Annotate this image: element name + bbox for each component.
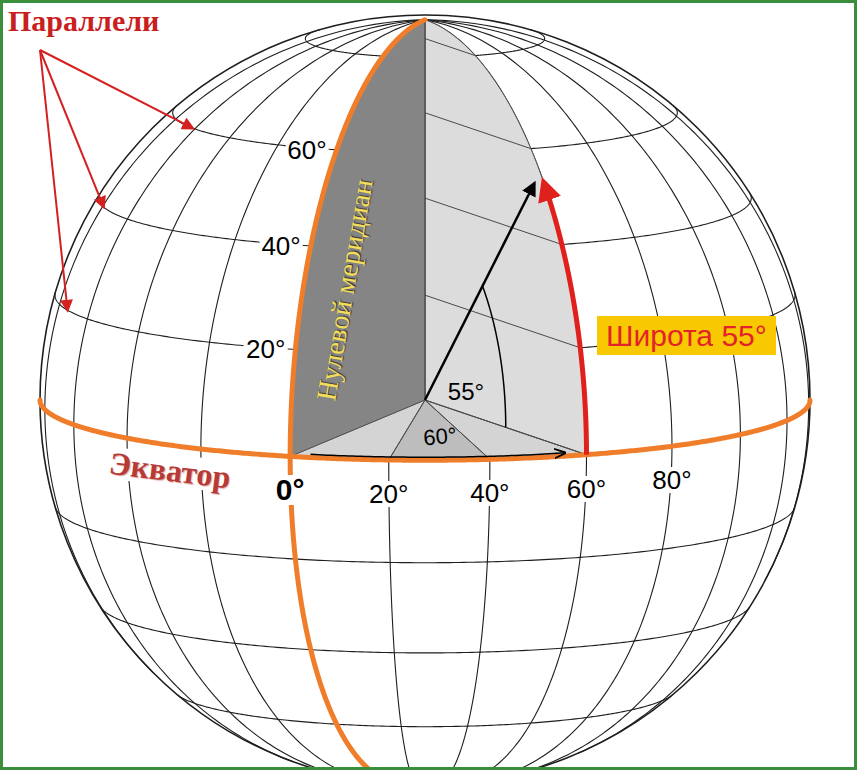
latitude-number: 20° <box>244 336 287 362</box>
grid-line <box>425 20 787 754</box>
longitude-number: 0° <box>274 475 307 505</box>
section-line <box>389 400 425 460</box>
section-planes <box>290 20 586 460</box>
section-line <box>425 295 580 348</box>
section-line <box>425 113 531 149</box>
angle-arc <box>311 453 566 457</box>
grid-line <box>127 20 425 770</box>
radius-arrow <box>425 183 534 400</box>
grid-line <box>45 20 425 673</box>
grid-line <box>425 20 586 770</box>
angle-value: 55° <box>448 380 484 404</box>
section-line <box>425 198 562 244</box>
grid-line <box>74 20 425 762</box>
longitude-number: 40° <box>468 480 511 506</box>
equator-meridian-line <box>290 20 425 770</box>
longitude-number: 80° <box>650 467 693 493</box>
latitude-number: 60° <box>285 137 328 163</box>
grid-line <box>425 20 809 581</box>
meridian-name: Нулевой меридиан <box>312 177 377 403</box>
section-line <box>425 20 426 400</box>
node-text: Широта 55° <box>606 319 767 352</box>
latitude-tag: Широта 55° <box>597 316 776 355</box>
globe-lines <box>40 15 810 770</box>
section-line <box>425 39 475 56</box>
meridian-plane <box>425 20 586 455</box>
grid-line <box>101 607 750 653</box>
pointer-arrow <box>40 50 68 310</box>
grid-line <box>55 508 794 563</box>
angle-arc <box>483 286 506 427</box>
longitude-number: 60° <box>565 476 608 502</box>
globe-outline <box>40 15 810 770</box>
grid-line <box>178 695 673 727</box>
pointer-arrow <box>40 50 104 207</box>
latitude-number: 40° <box>259 233 302 259</box>
latitude-arc <box>544 184 586 455</box>
pointer-arrow <box>40 50 193 128</box>
angle-value: 60° <box>422 425 457 450</box>
equator-name: Экватор <box>106 446 235 493</box>
grid-line <box>425 20 740 770</box>
grid-line <box>425 20 672 770</box>
graticule <box>45 20 809 770</box>
heading-label: Параллели <box>8 6 159 36</box>
grid-line <box>290 20 425 770</box>
longitude-number: 20° <box>367 481 410 507</box>
